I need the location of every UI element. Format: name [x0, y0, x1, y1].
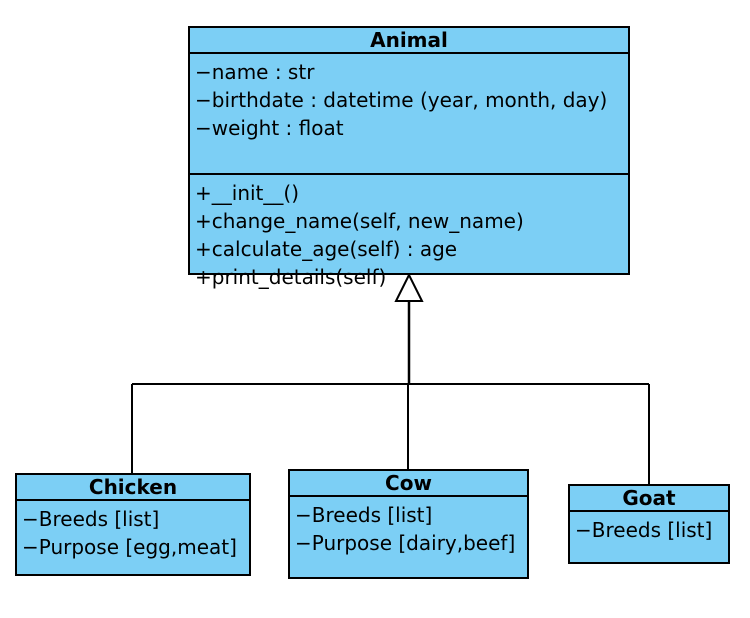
class-goat[interactable]: Goat −Breeds [list]: [568, 484, 730, 564]
class-animal-attributes: −name : str −birthdate : datetime (year,…: [190, 54, 628, 173]
attribute-name: −name : str: [195, 60, 315, 84]
attribute-purpose: −Purpose [egg,meat]: [22, 535, 237, 559]
attribute-breeds: −Breeds [list]: [295, 503, 433, 527]
method-calculate-age: +calculate_age(self) : age: [195, 237, 458, 261]
method-print-details: +print_details(self): [195, 265, 387, 289]
class-goat-name: Goat: [570, 486, 728, 512]
method-change-name: +change_name(self, new_name): [195, 209, 524, 233]
class-animal-methods: +__init__() +change_name(self, new_name)…: [190, 173, 628, 295]
attribute-breeds: −Breeds [list]: [575, 518, 713, 542]
attribute-purpose: −Purpose [dairy,beef]: [295, 531, 516, 555]
class-chicken-name: Chicken: [17, 475, 249, 501]
class-goat-attributes: −Breeds [list]: [570, 512, 728, 548]
class-animal[interactable]: Animal −name : str −birthdate : datetime…: [188, 26, 630, 289]
class-chicken-attributes: −Breeds [list] −Purpose [egg,meat]: [17, 501, 249, 565]
attribute-birthdate: −birthdate : datetime (year, month, day): [195, 88, 608, 112]
class-animal-name: Animal: [190, 28, 628, 54]
class-cow[interactable]: Cow −Breeds [list] −Purpose [dairy,beef]: [288, 469, 529, 579]
attribute-breeds: −Breeds [list]: [22, 507, 160, 531]
class-cow-attributes: −Breeds [list] −Purpose [dairy,beef]: [290, 497, 527, 561]
class-cow-name: Cow: [290, 471, 527, 497]
class-chicken[interactable]: Chicken −Breeds [list] −Purpose [egg,mea…: [15, 473, 251, 576]
method-init: +__init__(): [195, 181, 299, 205]
attribute-weight: −weight : float: [195, 116, 344, 140]
generalization-arrowhead: [394, 272, 424, 302]
